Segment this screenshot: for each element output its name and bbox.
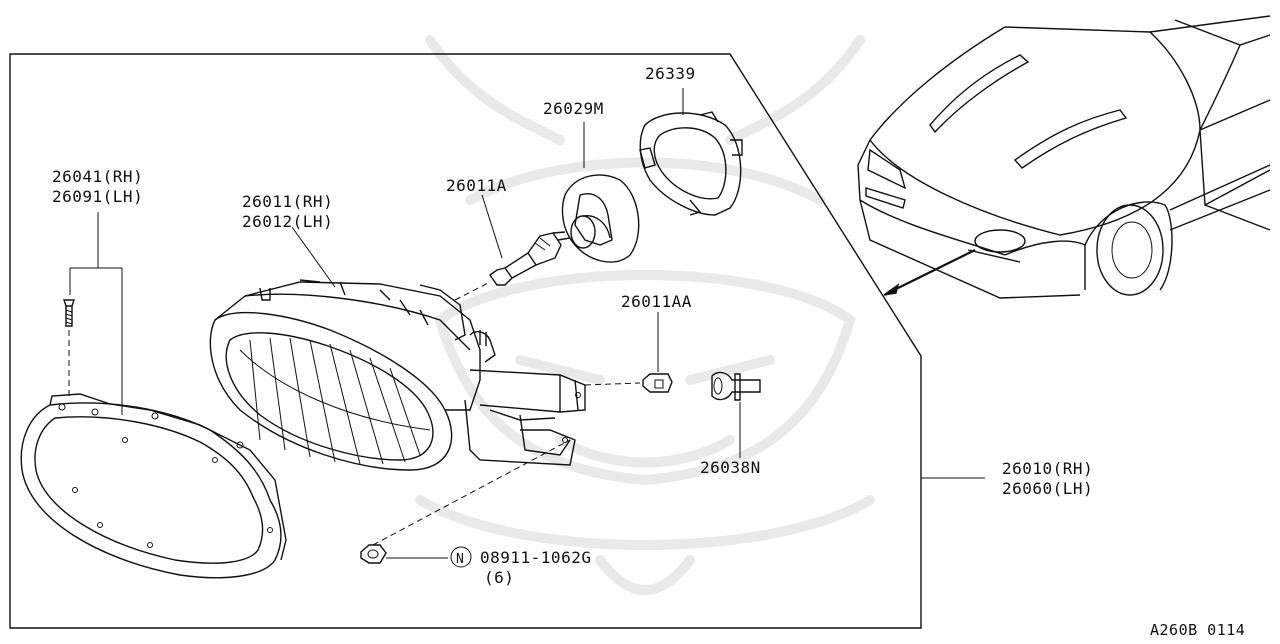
label-26091-lh: 26091(LH) <box>52 187 143 206</box>
label-26011-rh: 26011(RH) <box>242 192 333 211</box>
label-26012-lh: 26012(LH) <box>242 212 333 231</box>
screw-icon <box>63 299 75 327</box>
diagram-code: A260B 0114 <box>1150 621 1245 639</box>
car-illustration <box>857 15 1271 299</box>
label-26010-rh: 26010(RH) <box>1002 459 1093 478</box>
label-26038N: 26038N <box>700 458 761 477</box>
n-circle-icon <box>450 546 472 568</box>
bulb-dash-line <box>454 281 491 301</box>
nut-dash-line <box>372 439 571 546</box>
headlamp-unit <box>209 279 586 471</box>
nut-icon <box>360 544 387 564</box>
watermark-emblem <box>415 35 875 595</box>
cap-icon <box>561 174 640 263</box>
small-bulb-icon <box>711 371 761 401</box>
n-symbol: N <box>456 552 464 567</box>
label-26011A: 26011A <box>446 176 507 195</box>
leader-26011 <box>291 226 336 288</box>
retaining-ring-icon <box>639 111 743 216</box>
label-nut-part: 08911-1062G <box>480 548 591 567</box>
label-nut-qty: (6) <box>484 568 514 587</box>
socket-dash-line <box>584 382 641 386</box>
label-26041-rh: 26041(RH) <box>52 167 143 186</box>
label-26339: 26339 <box>645 64 696 83</box>
socket-icon <box>642 373 673 393</box>
bezel-ring <box>20 393 287 579</box>
label-26060-lh: 26060(LH) <box>1002 479 1093 498</box>
label-26011AA: 26011AA <box>621 292 692 311</box>
detail-frame <box>9 53 922 629</box>
leader-26011A <box>481 194 503 259</box>
label-26029M: 26029M <box>543 99 604 118</box>
leader-26041 <box>69 212 123 415</box>
bulb-icon <box>489 231 571 286</box>
